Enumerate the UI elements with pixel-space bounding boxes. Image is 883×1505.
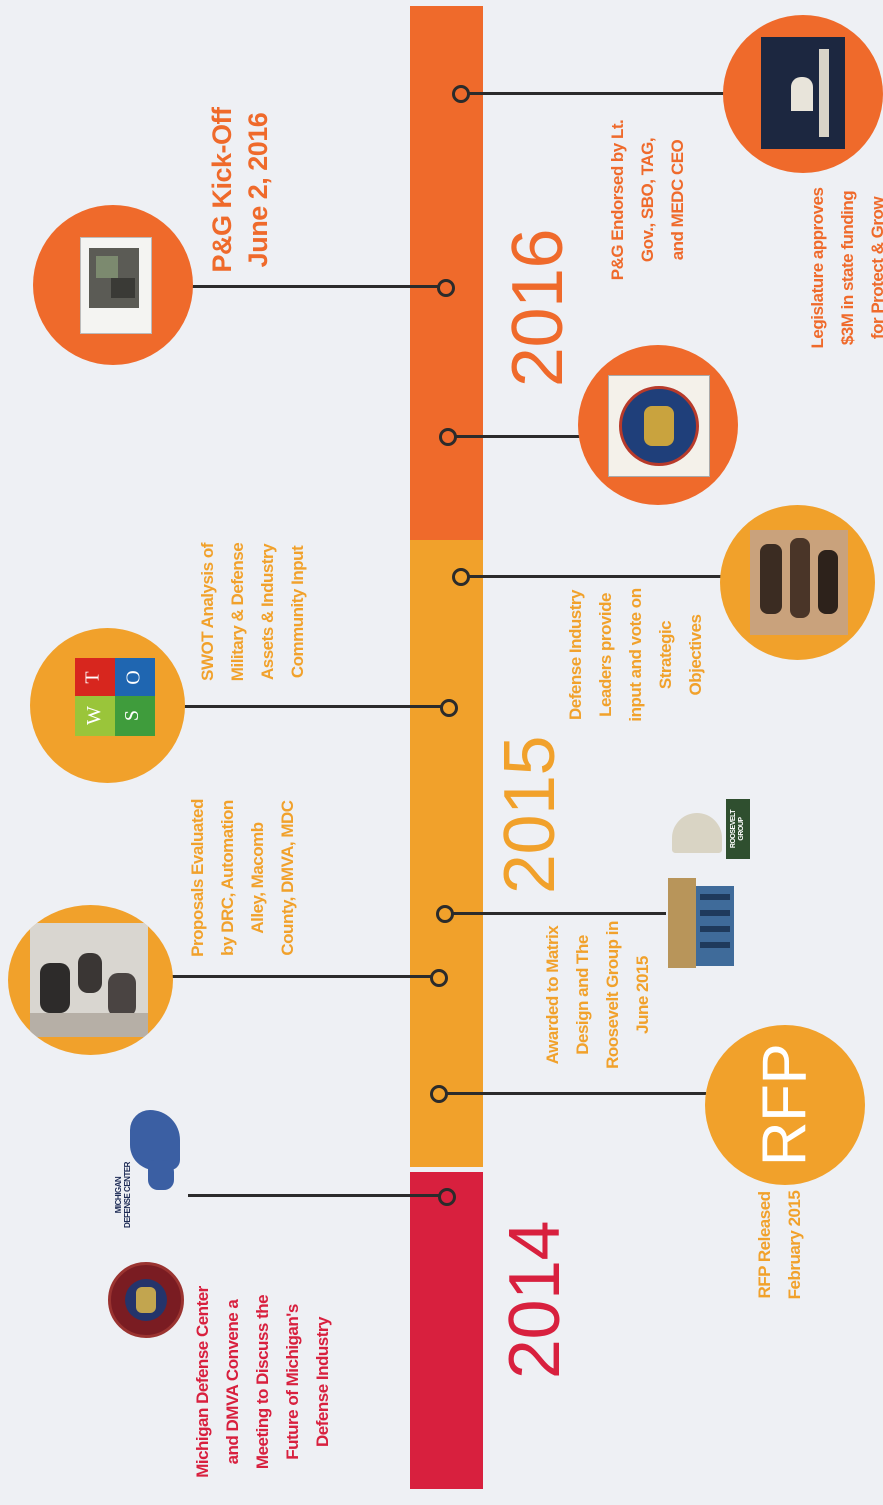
roosevelt-group-logo: ROOSEVELT GROUP (670, 795, 755, 863)
roosevelt-logo-line2: GROUP (738, 817, 745, 841)
event-text-line: $3M in state funding (838, 190, 857, 346)
event-text-line: Defense Industry (566, 590, 585, 720)
connector-awarded (446, 912, 666, 915)
connector-mdc-meeting (188, 1194, 443, 1197)
connector-node (452, 85, 470, 103)
event-text-line: by DRC, Automation (218, 800, 237, 956)
connector-node (437, 279, 455, 297)
connector-node (452, 568, 470, 586)
mdc-seal-icon (108, 1262, 184, 1338)
connector-rfp (444, 1092, 706, 1095)
michigan-defense-center-logo: MICHIGAN DEFENSE CENTER (108, 1105, 180, 1228)
connector-node (438, 1188, 456, 1206)
timeline-segment-2016 (410, 6, 483, 540)
roosevelt-logo-line1: ROOSEVELT (730, 809, 737, 849)
event-text-line: Gov., SBO, TAG, (638, 137, 657, 263)
connector-node (430, 969, 448, 987)
connector-legislature (462, 92, 727, 95)
event-text-line: P&G Kick-Off (207, 107, 237, 273)
event-text-line: Meeting to Discuss the (253, 1294, 272, 1470)
rfp-circle: RFP (705, 1025, 865, 1185)
connector-node (436, 905, 454, 923)
event-text-line: for Protect & Grow (868, 196, 883, 340)
swot-circle: T W O S (30, 628, 185, 783)
connector-swot (180, 705, 445, 708)
event-text-line: Community Input (288, 545, 307, 679)
event-text-line: Design and The (573, 935, 592, 1055)
connector-node (439, 428, 457, 446)
event-text-line: February 2015 (785, 1190, 804, 1300)
event-text-line: Proposals Evaluated (188, 799, 207, 957)
defense-leaders-photo-circle (720, 505, 875, 660)
timeline-segment-2015 (410, 540, 483, 1167)
event-text-line: June 2015 (633, 956, 652, 1034)
connector-node (430, 1085, 448, 1103)
event-text-line: Awarded to Matrix (543, 925, 562, 1065)
connector-defense-leaders (462, 575, 722, 578)
event-text-line: SWOT Analysis of (198, 543, 217, 681)
connector-endorsed (448, 435, 588, 438)
rfp-icon-text: RFP (750, 1043, 820, 1167)
connector-node (440, 699, 458, 717)
kickoff-photo-circle (33, 205, 193, 365)
event-text-line: Legislature approves (808, 187, 827, 349)
event-text-line: Alley, Macomb (248, 822, 267, 934)
capitol-photo-circle (723, 15, 883, 173)
matrix-design-logo (664, 878, 739, 968)
mdc-logo-line1: MICHIGAN (114, 1176, 123, 1214)
mdc-logo-line2: DEFENSE CENTER (123, 1162, 132, 1228)
connector-kickoff (185, 285, 440, 288)
event-text-line: Michigan Defense Center (193, 1286, 212, 1478)
swot-tile-s: S (121, 709, 144, 722)
proposals-photo-circle (8, 905, 173, 1055)
event-text-line: June 2, 2016 (243, 112, 273, 268)
event-text-line: RFP Released (755, 1191, 774, 1299)
connector-proposals (170, 975, 440, 978)
event-text-line: Strategic (656, 620, 675, 690)
event-text-line: Military & Defense (228, 542, 247, 682)
swot-tile-o: O (122, 670, 145, 685)
event-text-line: Roosevelt Group in (603, 921, 622, 1069)
swot-tile-t: T (81, 671, 104, 684)
event-text-line: Defense Industry (313, 1317, 332, 1447)
michigan-seal-circle (578, 345, 738, 505)
event-text-line: and MEDC CEO (668, 139, 687, 261)
swot-tile-w: W (82, 706, 105, 725)
timeline-segment-2014 (410, 1172, 483, 1489)
event-text-line: input and vote on (626, 588, 645, 722)
event-text-line: Future of Michigan's (283, 1304, 302, 1460)
event-text-line: Assets & Industry (258, 543, 277, 681)
event-text-line: Objectives (686, 614, 705, 696)
event-text-line: Leaders provide (596, 593, 615, 717)
event-text-line: and DMVA Convene a (223, 1299, 242, 1465)
event-text-line: P&G Endorsed by Lt. (608, 119, 627, 281)
event-text-line: County, DMVA, MDC (278, 800, 297, 956)
